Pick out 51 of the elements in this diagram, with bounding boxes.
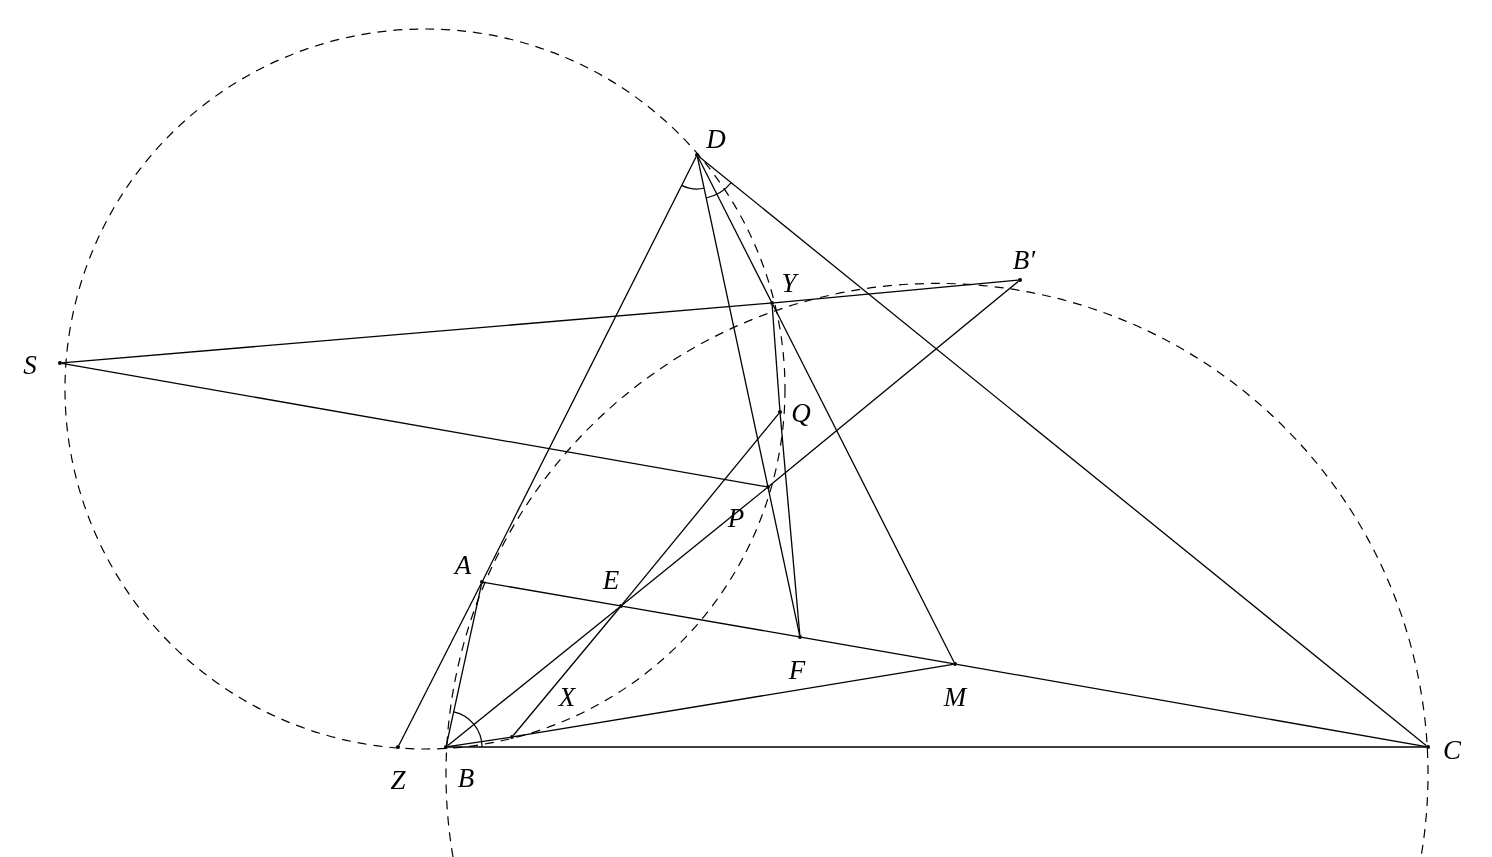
line-segment	[621, 487, 768, 606]
point	[953, 662, 957, 666]
point	[444, 745, 448, 749]
line-segment	[772, 304, 955, 663]
line-segment	[446, 606, 621, 747]
point	[619, 604, 623, 608]
point-label: Q	[791, 399, 811, 427]
point-label: A	[454, 551, 472, 579]
point-label: X	[558, 683, 576, 711]
line-segment	[513, 663, 954, 738]
line-segment	[697, 156, 772, 302]
line-segment	[447, 736, 511, 748]
line-segment	[61, 362, 767, 488]
point-label: Y	[781, 269, 797, 297]
line-segment	[398, 583, 482, 746]
point	[396, 745, 400, 749]
point-label: P	[727, 504, 745, 532]
line-segment	[621, 412, 780, 606]
point	[510, 735, 514, 739]
point	[770, 301, 774, 305]
line-segment	[696, 156, 801, 636]
line-segment	[779, 413, 801, 636]
point-label: C	[1443, 736, 1461, 764]
point	[798, 635, 802, 639]
line-segment	[768, 280, 1020, 487]
line-segment	[61, 302, 771, 364]
line-segment	[697, 155, 1428, 747]
point	[695, 153, 699, 157]
point	[1018, 278, 1022, 282]
line-segment	[445, 583, 483, 746]
point-label: B	[457, 764, 475, 792]
point	[480, 580, 484, 584]
line-segment	[483, 581, 620, 607]
line-segment	[512, 606, 621, 737]
point	[1426, 745, 1430, 749]
point-label: D	[706, 125, 726, 153]
point-label: B′	[1012, 246, 1036, 274]
line-segment	[482, 156, 697, 581]
line-segment	[773, 279, 1019, 304]
line-segment	[622, 605, 799, 638]
point-label: Z	[390, 766, 406, 794]
line-segment	[801, 636, 954, 665]
point-label: F	[788, 656, 806, 684]
line-segment	[771, 304, 781, 411]
point	[58, 361, 62, 365]
point-label: M	[943, 683, 967, 711]
point	[778, 410, 782, 414]
point	[766, 485, 770, 489]
line-segment	[447, 746, 1427, 748]
point-label: S	[23, 351, 37, 379]
point-label: E	[602, 566, 620, 594]
